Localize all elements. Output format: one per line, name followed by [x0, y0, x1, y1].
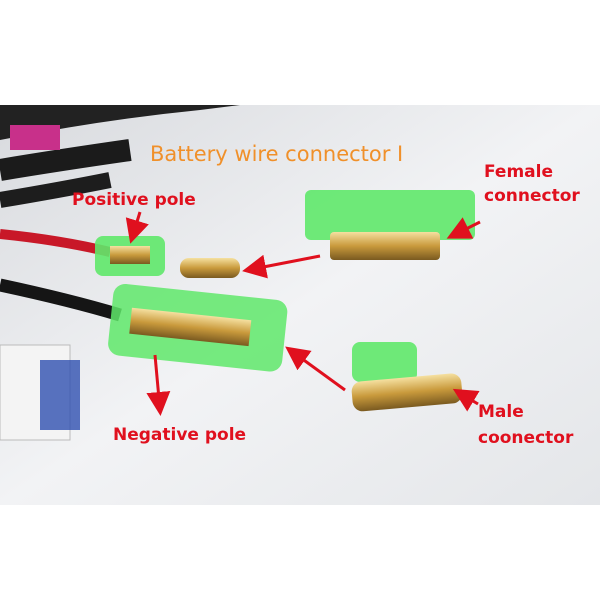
female-sleeve: [305, 190, 475, 240]
title: Battery wire connector I: [150, 142, 404, 166]
annotation-arrows: [125, 211, 481, 416]
male-connector-label-2: coonector: [478, 428, 574, 448]
male-connector-label-1: Male: [478, 402, 524, 422]
positive-pole-label: Positive pole: [72, 190, 196, 210]
female-terminal: [330, 232, 440, 260]
male-sleeve: [352, 342, 417, 382]
female-connector-label-2: connector: [484, 186, 580, 206]
black-wire: [0, 278, 122, 322]
male-bullet: [180, 258, 240, 278]
female-connector-label-1: Female: [484, 162, 553, 182]
male-terminal: [351, 373, 463, 412]
negative-pole-label: Negative pole: [113, 425, 247, 445]
